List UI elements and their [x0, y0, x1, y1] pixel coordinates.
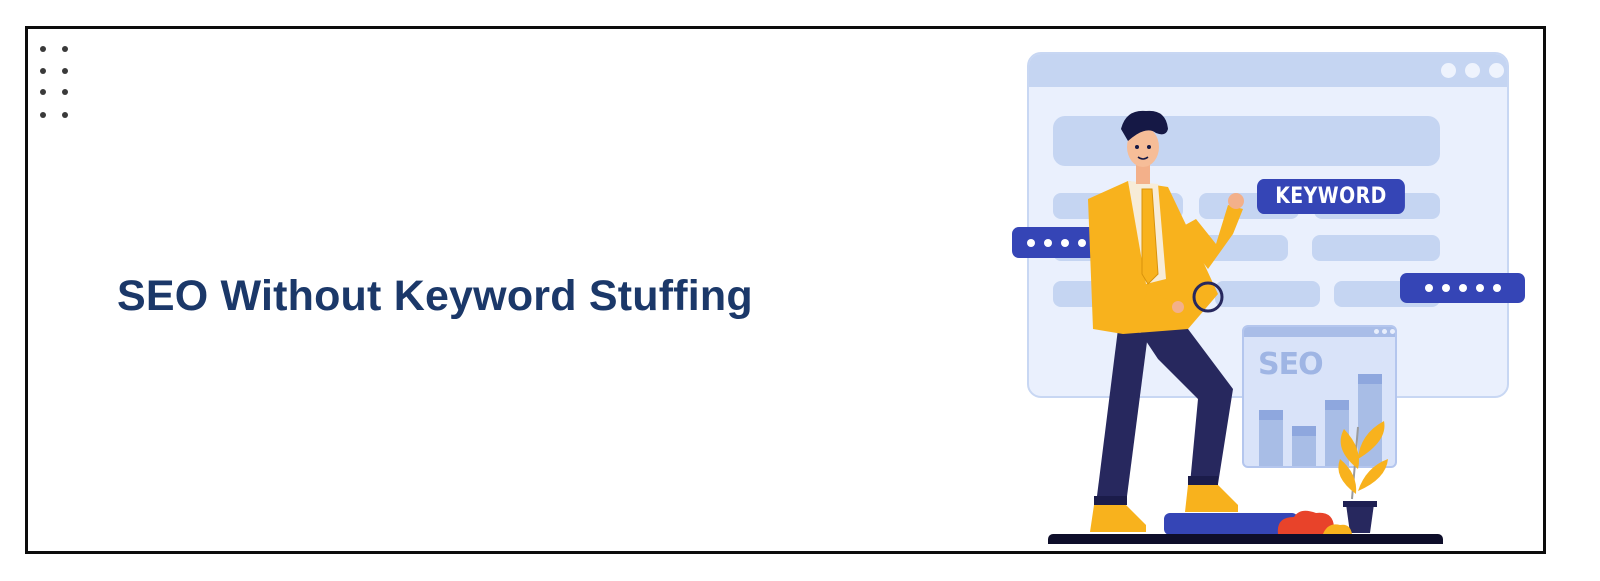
- chart-bar: [1292, 426, 1316, 466]
- decorative-dot-grid: [40, 46, 70, 122]
- seo-label: SEO: [1258, 347, 1324, 382]
- floor-line: [1048, 534, 1443, 544]
- content-bar: [1312, 235, 1440, 261]
- content-bar: [1215, 281, 1320, 307]
- banner-frame: SEO Without Keyword Stuffing SEO: [25, 26, 1546, 554]
- page-title: SEO Without Keyword Stuffing: [117, 272, 753, 320]
- businessman-figure: [1088, 110, 1388, 535]
- seo-panel-titlebar: [1244, 327, 1395, 337]
- seo-illustration: SEO KEYWORD: [28, 29, 1543, 551]
- browser-titlebar: [1029, 54, 1507, 87]
- search-bar-graphic: [1053, 116, 1440, 166]
- window-dot-icon: [1441, 63, 1456, 78]
- left-dots-bubble: [1012, 227, 1101, 258]
- right-dots-bubble: [1400, 273, 1525, 303]
- window-dot-icon: [1489, 63, 1504, 78]
- window-dot-icon: [1465, 63, 1480, 78]
- chart-bar: [1259, 410, 1283, 466]
- keyword-badge: KEYWORD: [1257, 179, 1405, 214]
